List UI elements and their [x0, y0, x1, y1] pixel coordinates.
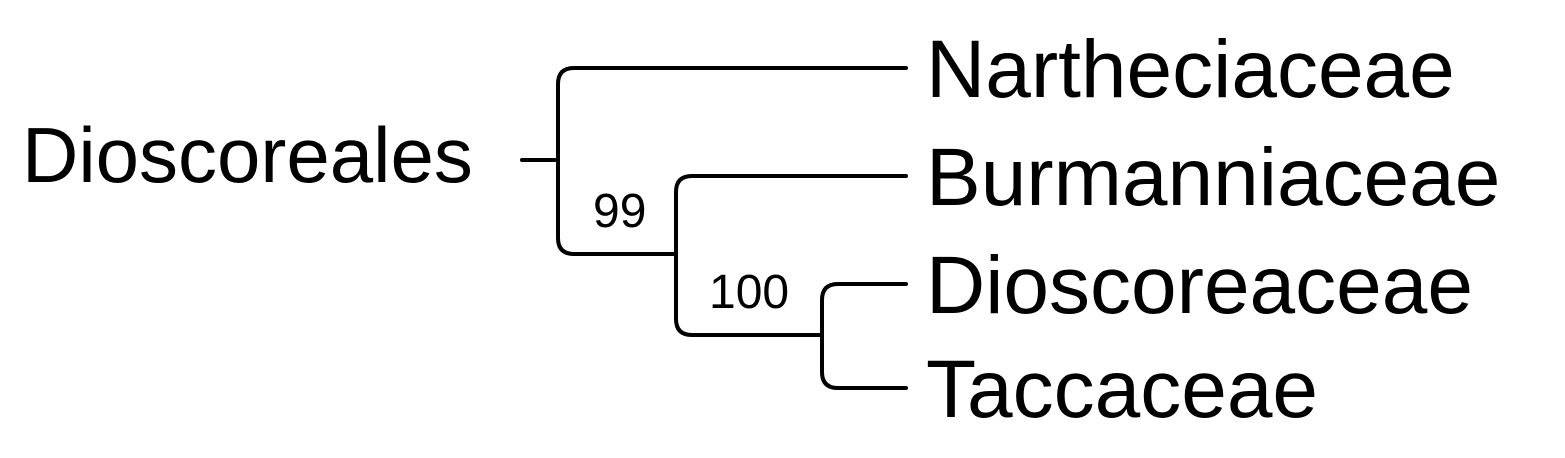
support-value-100: 100 — [709, 266, 789, 319]
node-99-branch — [674, 174, 694, 337]
support-value-99: 99 — [593, 185, 646, 238]
taxon-label-dioscoreaceae: Dioscoreaceae — [926, 240, 1473, 331]
node-100-branch — [820, 282, 840, 390]
taxon-label-burmanniaceae: Burmanniaceae — [926, 132, 1500, 223]
root-label: Dioscoreales — [22, 111, 473, 199]
root-node-branch — [556, 66, 576, 256]
taxon-label-nartheciaceae: Nartheciaceae — [926, 24, 1455, 115]
taxon-label-taccaceae: Taccaceae — [926, 344, 1318, 435]
